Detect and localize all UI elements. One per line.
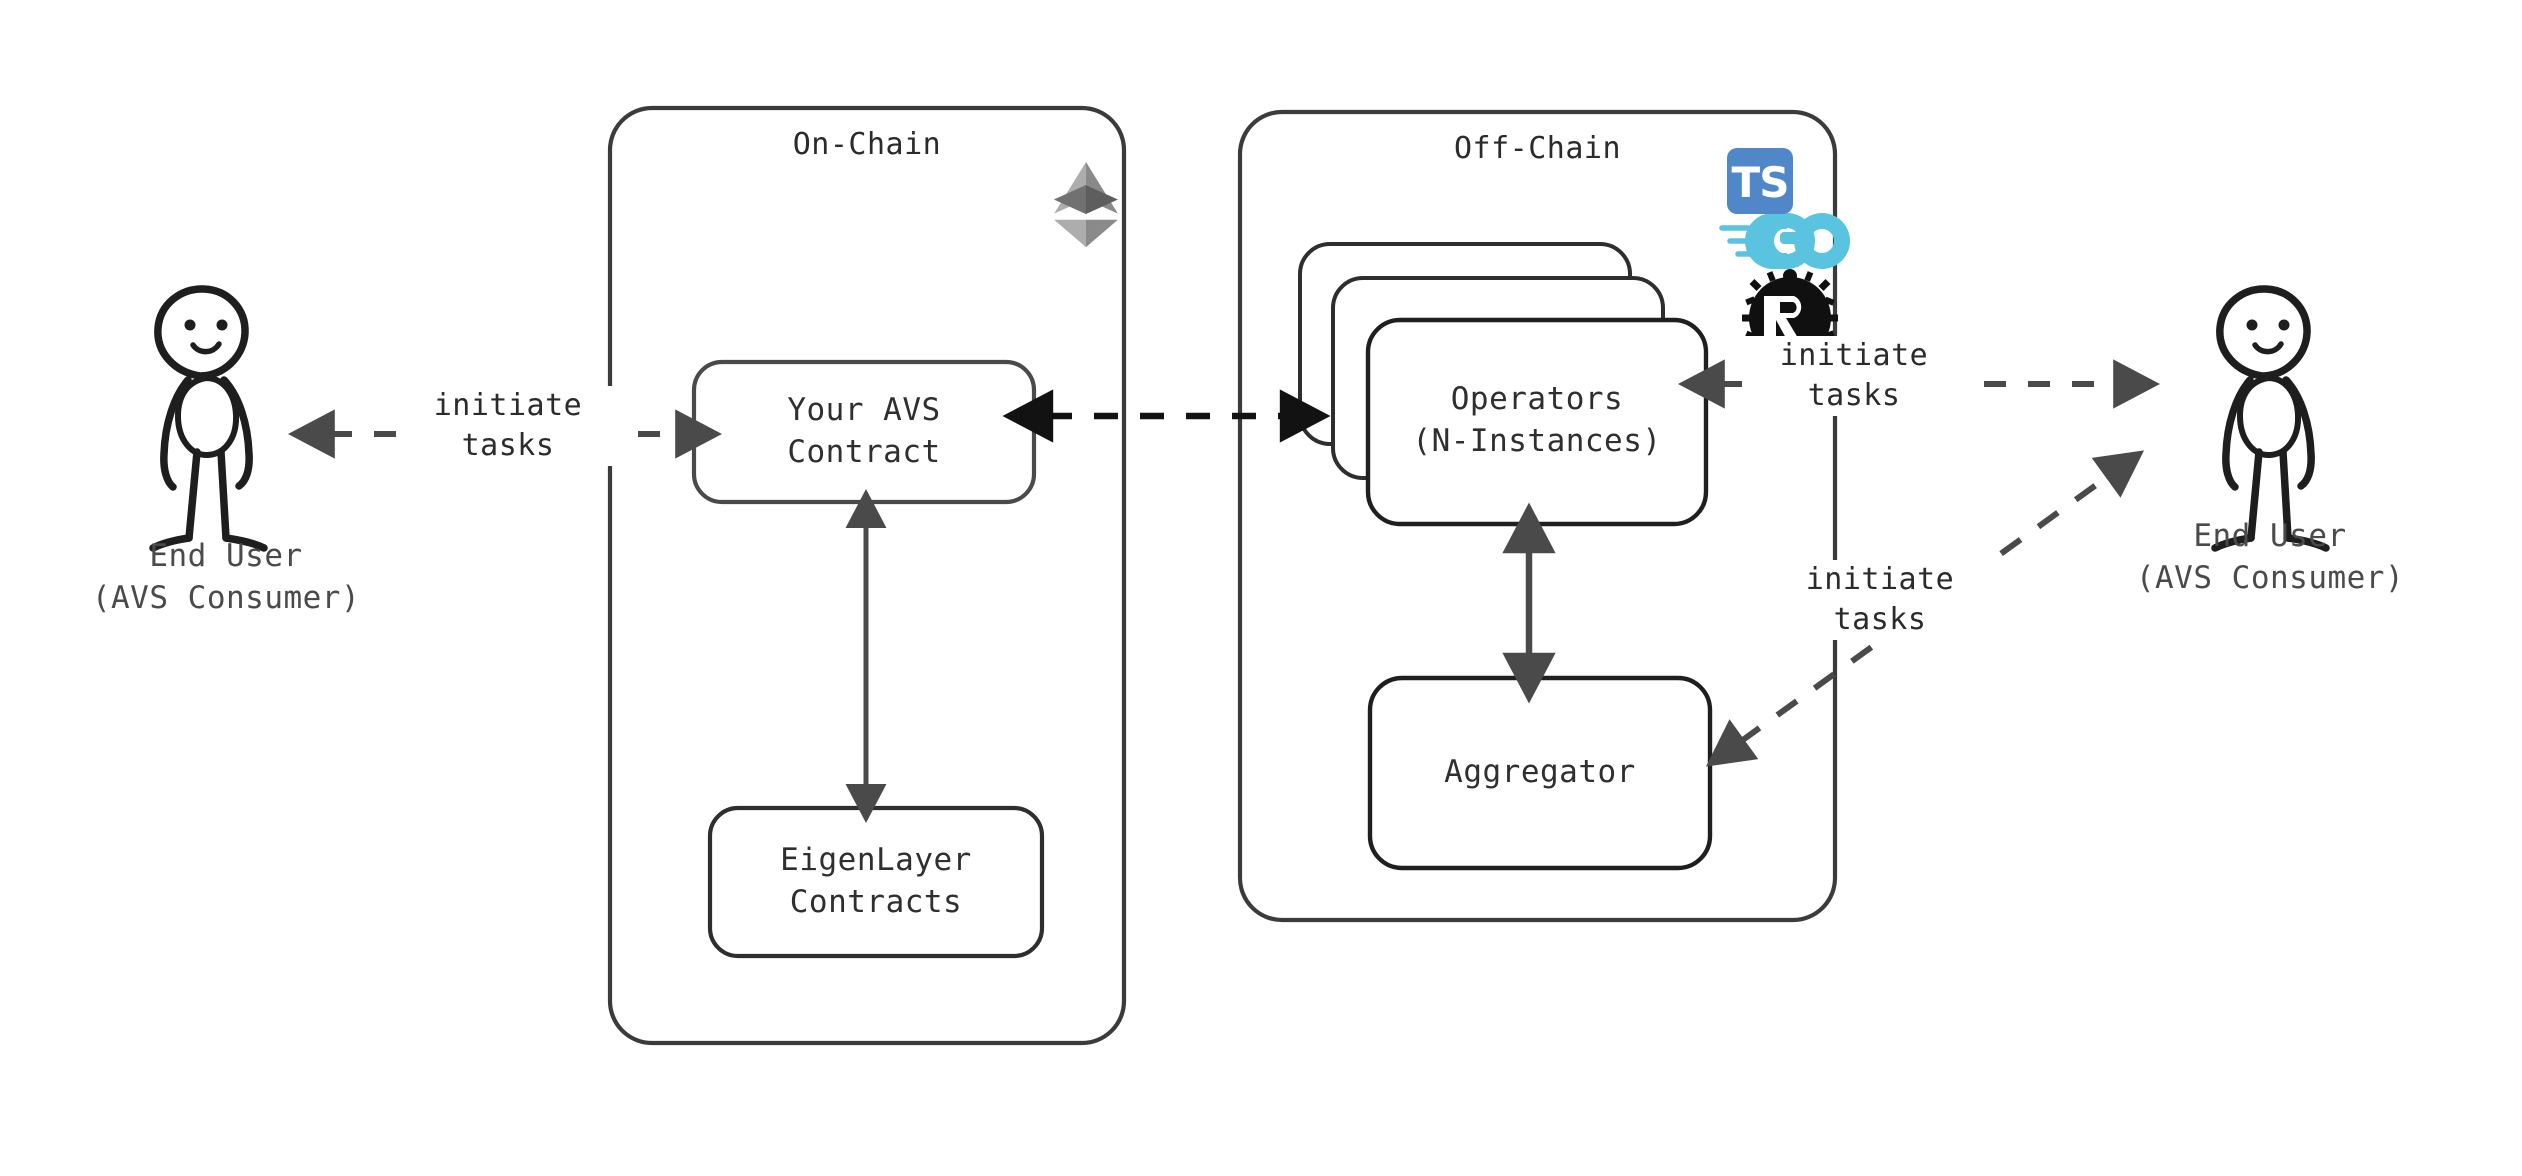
typescript-logo: TS — [1727, 148, 1793, 214]
golang-logo — [1719, 213, 1851, 269]
group-title-on-chain: On-Chain — [792, 127, 942, 162]
edge-label-user-left-to-avs: initiate tasks — [396, 386, 620, 467]
node-label-eigenlayer-contracts: EigenLayer Contracts — [780, 842, 972, 920]
group-title-off-chain: Off-Chain — [1453, 131, 1622, 166]
node-label-your-avs-contract: Your AVS Contract — [787, 392, 941, 470]
actor-label-end-user-left: End User (AVS Consumer) — [91, 538, 361, 616]
node-label-operators: Operators (N-Instances) — [1412, 381, 1662, 459]
node-operators-stack[interactable] — [1298, 242, 1709, 527]
edge-label-operators-to-user-right: initiate tasks — [1742, 336, 1966, 417]
edge-aggregator-to-user-right — [1705, 450, 2145, 767]
edge-label-aggregator-to-user-right: initiate tasks — [1768, 560, 1992, 641]
actor-end-user-left — [149, 285, 268, 552]
node-label-aggregator: Aggregator — [1444, 754, 1636, 790]
actor-end-user-right — [2211, 285, 2330, 552]
actor-label-end-user-right: End User (AVS Consumer) — [2135, 518, 2405, 596]
ethereum-logo — [1054, 162, 1118, 248]
